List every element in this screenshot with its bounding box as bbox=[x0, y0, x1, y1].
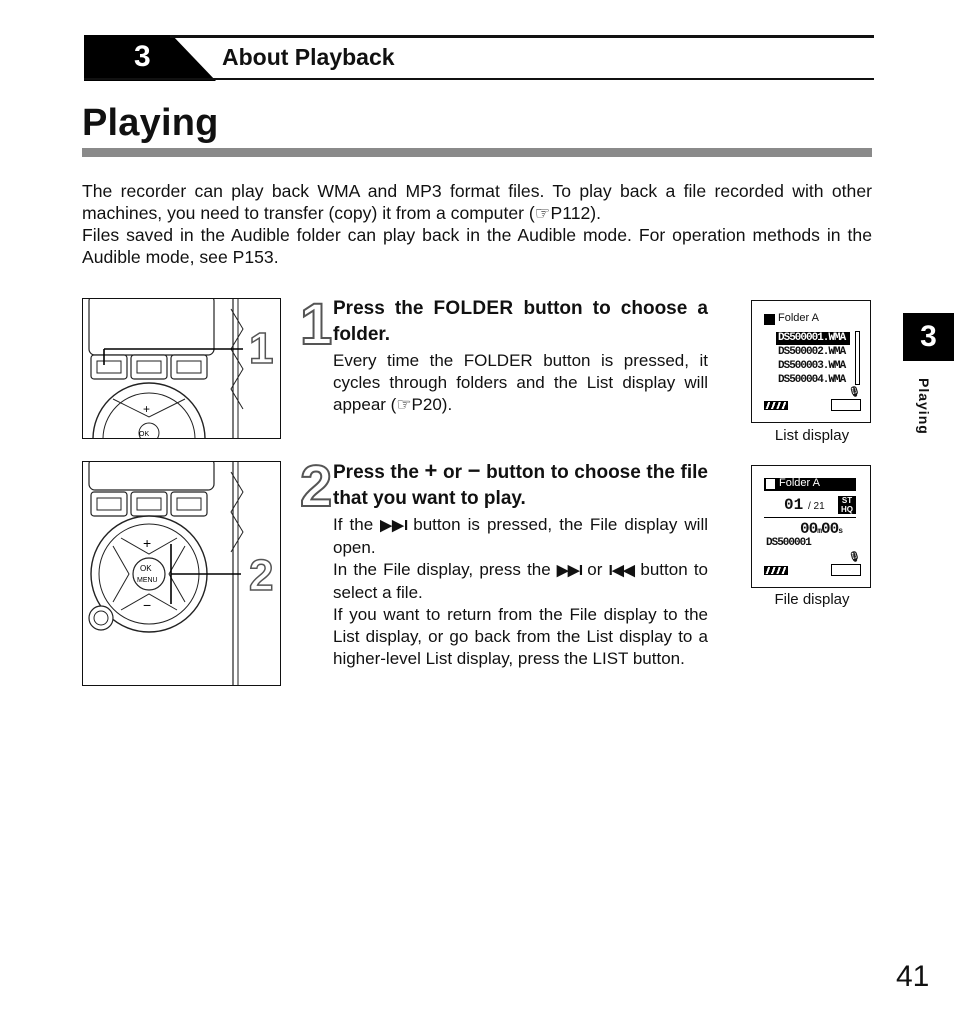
step-1-heading: Press the FOLDER button to choose a fold… bbox=[333, 298, 708, 345]
volume-box bbox=[831, 399, 861, 411]
chapter-title: About Playback bbox=[222, 44, 395, 70]
list-file-2: DS500002.WMA bbox=[778, 346, 846, 358]
next-icon: ▶▶I bbox=[380, 517, 408, 534]
battery-icon bbox=[764, 566, 788, 575]
file-index: 01 bbox=[784, 496, 804, 514]
folder-key-label: FOLDER bbox=[433, 298, 514, 319]
scrollbar bbox=[855, 331, 860, 385]
callout-number-2: 2 bbox=[248, 551, 274, 600]
chapter-tab bbox=[84, 35, 216, 81]
folder-bar bbox=[764, 478, 856, 491]
step-2-body-1: If the ▶▶I button is pressed, the File d… bbox=[333, 515, 708, 557]
microphone-signal-icon: 🎙 bbox=[848, 387, 861, 398]
intro-paragraph-1: The recorder can play back WMA and MP3 f… bbox=[82, 181, 872, 223]
list-folder-name: Folder A bbox=[778, 312, 819, 324]
volume-box bbox=[831, 564, 861, 576]
list-display-screen: Folder A DS500001.WMA DS500002.WMA DS500… bbox=[751, 300, 871, 423]
folder-icon bbox=[766, 479, 775, 489]
svg-text:OK: OK bbox=[140, 564, 152, 573]
file-total: / 21 bbox=[808, 501, 825, 512]
step-2-heading: Press the + or − button to choose the fi… bbox=[333, 458, 708, 509]
list-file-4: DS500004.WMA bbox=[778, 374, 846, 386]
step-2-body-2: In the File display, press the ▶▶I or I◀… bbox=[333, 560, 709, 602]
chapter-number: 3 bbox=[134, 40, 151, 73]
svg-text:OK: OK bbox=[139, 431, 149, 438]
file-display-caption: File display bbox=[774, 591, 850, 608]
svg-text:+: + bbox=[143, 535, 151, 551]
previous-icon: I◀◀ bbox=[608, 562, 637, 579]
intro-paragraph-2: Files saved in the Audible folder can pl… bbox=[82, 225, 872, 267]
title-underline bbox=[82, 148, 872, 157]
side-chapter-tab: 3 bbox=[903, 313, 954, 361]
svg-text:+: + bbox=[143, 402, 150, 416]
progress-bar bbox=[764, 517, 856, 518]
intro-text: The recorder can play back WMA and MP3 f… bbox=[82, 180, 872, 268]
page-number: 41 bbox=[896, 960, 930, 993]
step-2: Press the + or − button to choose the fi… bbox=[333, 458, 708, 670]
plus-icon: + bbox=[424, 458, 438, 483]
side-chapter-label: Playing bbox=[916, 378, 932, 435]
recorder-top-buttons-drawing: + OK bbox=[88, 299, 244, 438]
svg-text:−: − bbox=[143, 597, 151, 613]
step-2-body-3: If you want to return from the File disp… bbox=[333, 605, 708, 668]
page-title: Playing bbox=[82, 102, 219, 144]
elapsed-time: 00m00s bbox=[800, 520, 843, 538]
next-icon: ▶▶I bbox=[556, 562, 583, 579]
step-number-2: 2 bbox=[299, 454, 333, 519]
list-file-3: DS500003.WMA bbox=[778, 360, 846, 372]
chapter-rule-bottom bbox=[84, 78, 874, 80]
list-display-caption: List display bbox=[774, 427, 850, 444]
step-1: Press the FOLDER button to choose a fold… bbox=[333, 296, 708, 416]
microphone-signal-icon: 🎙 bbox=[848, 552, 861, 563]
callout-number-1: 1 bbox=[248, 324, 274, 373]
minus-icon: − bbox=[467, 458, 481, 483]
svg-text:MENU: MENU bbox=[137, 577, 158, 584]
folder-icon bbox=[764, 314, 775, 325]
battery-icon bbox=[764, 401, 788, 410]
list-file-1: DS500001.WMA bbox=[778, 332, 846, 344]
device-illustration-1: + OK 1 bbox=[82, 298, 281, 439]
file-folder-name: Folder A bbox=[779, 477, 820, 489]
selected-row-highlight bbox=[776, 332, 850, 345]
recorder-navigation-drawing: OK MENU + − bbox=[88, 462, 244, 685]
step-number-1: 1 bbox=[299, 292, 333, 357]
step-1-body: Every time the FOLDER button is pressed,… bbox=[333, 351, 708, 414]
file-name: DS500001 bbox=[766, 537, 812, 549]
chapter-rule-top bbox=[170, 35, 874, 38]
device-illustration-2: OK MENU + − 2 bbox=[82, 461, 281, 686]
